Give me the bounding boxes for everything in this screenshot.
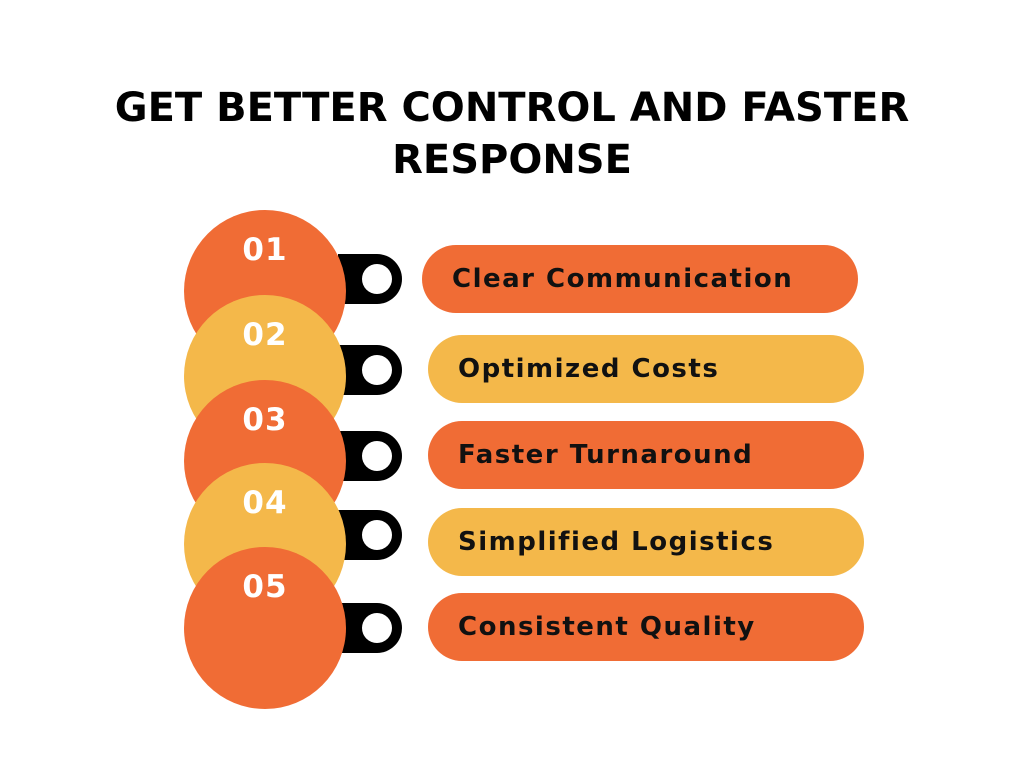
step-label-04: Simplified Logistics — [458, 527, 775, 557]
step-pill-03: Faster Turnaround — [428, 421, 864, 489]
step-label-05: Consistent Quality — [458, 612, 756, 642]
step-label-01: Clear Communication — [452, 264, 794, 294]
step-number-01: 01 — [242, 232, 288, 268]
step-pill-05: Consistent Quality — [428, 593, 864, 661]
step-label-02: Optimized Costs — [458, 354, 720, 384]
connector-03 — [338, 431, 402, 481]
step-number-05: 05 — [242, 569, 288, 605]
step-pill-01: Clear Communication — [422, 245, 858, 313]
connector-02 — [338, 345, 402, 395]
step-circle-05: 05 — [184, 547, 346, 709]
page-title: GET BETTER CONTROL AND FASTER RESPONSE — [0, 82, 1024, 186]
connector-hole-05 — [362, 613, 392, 643]
connector-hole-04 — [362, 520, 392, 550]
step-pill-04: Simplified Logistics — [428, 508, 864, 576]
connector-hole-01 — [362, 264, 392, 294]
step-label-03: Faster Turnaround — [458, 440, 754, 470]
step-number-02: 02 — [242, 317, 288, 353]
step-number-03: 03 — [242, 402, 288, 438]
step-pill-02: Optimized Costs — [428, 335, 864, 403]
title-line-2: RESPONSE — [392, 137, 632, 183]
connector-05 — [338, 603, 402, 653]
step-number-04: 04 — [242, 485, 288, 521]
connector-hole-03 — [362, 441, 392, 471]
connector-01 — [338, 254, 402, 304]
title-line-1: GET BETTER CONTROL AND FASTER — [114, 85, 910, 131]
connector-04 — [338, 510, 402, 560]
connector-hole-02 — [362, 355, 392, 385]
